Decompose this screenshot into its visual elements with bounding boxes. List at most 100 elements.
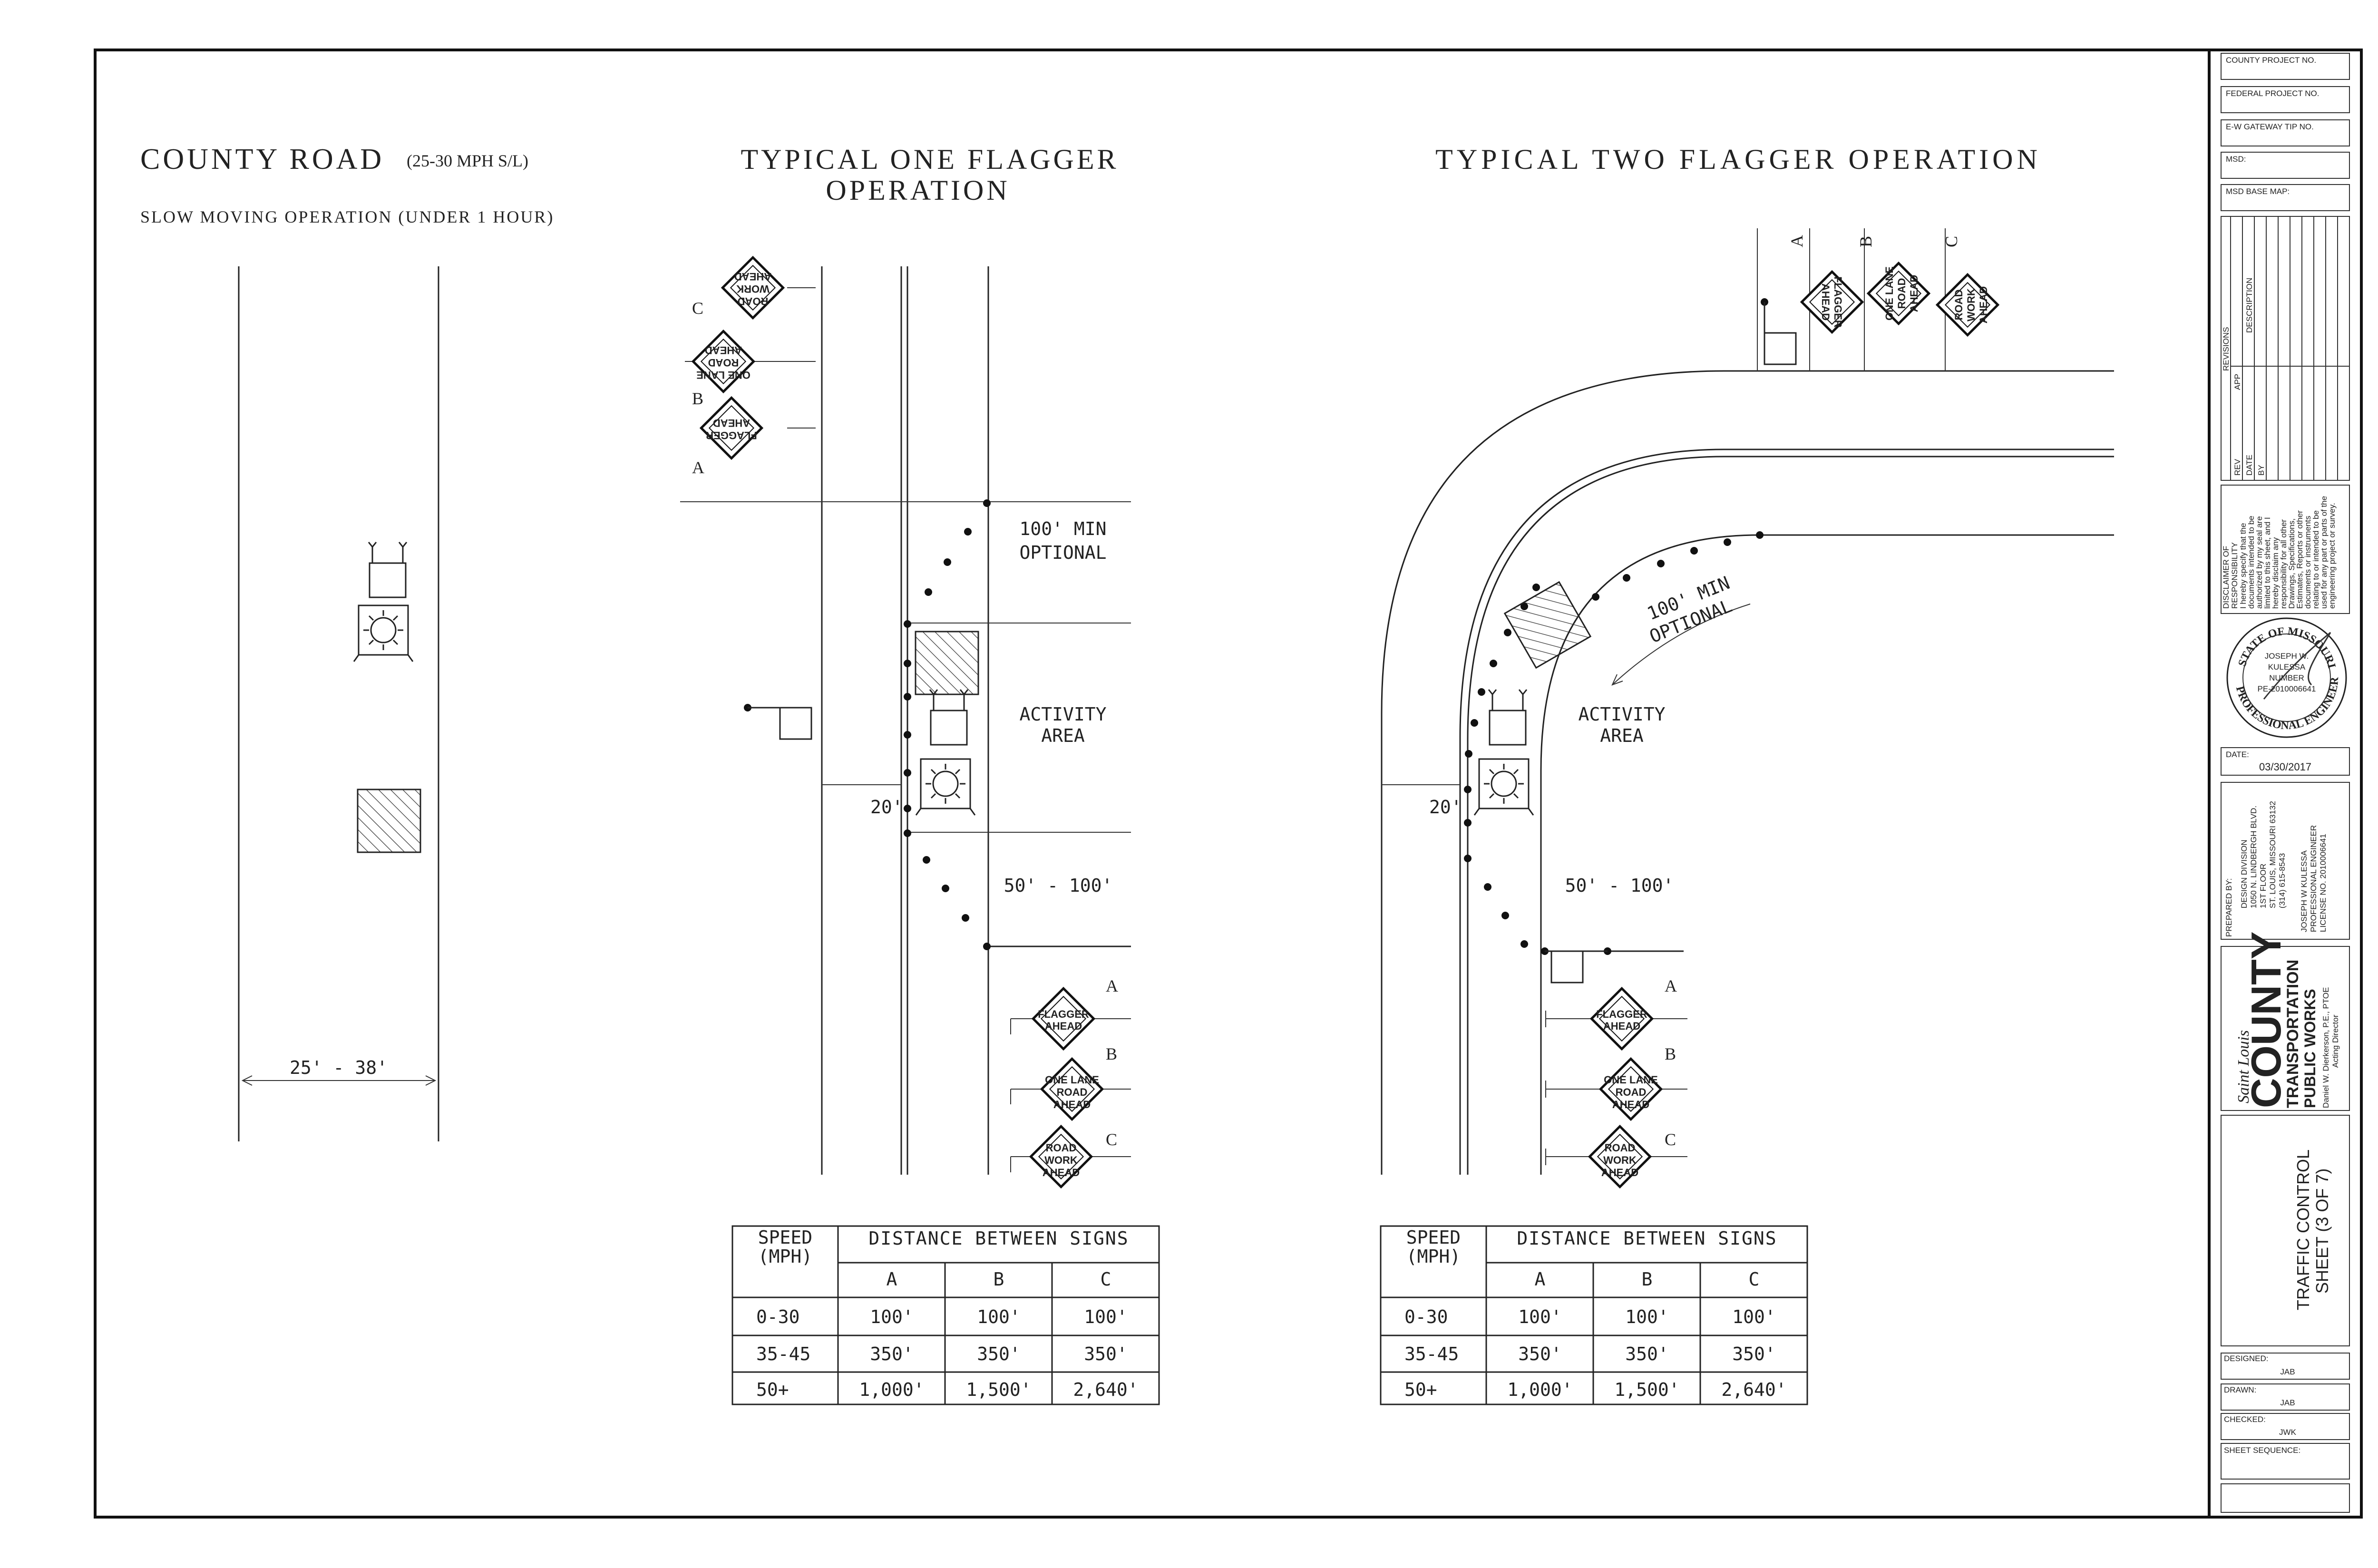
sheet-title-line2: SHEET (3 OF 7) xyxy=(2312,1169,2332,1294)
svg-text:PE-2010006641: PE-2010006641 xyxy=(2258,684,2316,693)
svg-text:APP: APP xyxy=(2233,374,2242,390)
svg-text:TRANSPORTATION: TRANSPORTATION xyxy=(2284,960,2302,1108)
svg-text:Estimates, Reports or other: Estimates, Reports or other xyxy=(2295,510,2304,609)
drawn-value: JAB xyxy=(2280,1398,2295,1407)
svg-text:AHEAD: AHEAD xyxy=(1045,1020,1082,1032)
svg-text:ROAD: ROAD xyxy=(1616,1086,1647,1098)
svg-text:AHEAD: AHEAD xyxy=(713,417,750,429)
one-flagger-sign-a-lower: FLAGGER AHEAD xyxy=(1010,986,1131,1051)
svg-text:1,000': 1,000' xyxy=(1507,1379,1572,1400)
sheet-title-line1: TRAFFIC CONTROL xyxy=(2293,1149,2313,1310)
svg-text:responsibility for all other: responsibility for all other xyxy=(2279,519,2288,609)
two-flagger-sign-a-upper: FLAGGER AHEAD xyxy=(1800,270,1864,334)
disclaimer: DISCLAIMER OF RESPONSIBILITY I hereby sp… xyxy=(2221,485,2350,614)
county-road-panel: COUNTY ROAD (25-30 MPH S/L) SLOW MOVING … xyxy=(140,143,553,1141)
two-flagger-dim-20: 20' xyxy=(1429,797,1462,818)
two-flagger-sign-b-lower: ONE LANE ROAD AHEAD xyxy=(1545,1057,1687,1121)
two-flagger-letter-a-lower: A xyxy=(1665,976,1677,995)
svg-text:100': 100' xyxy=(1732,1306,1776,1327)
svg-text:1,000': 1,000' xyxy=(859,1379,924,1400)
one-flagger-sign-c-lower: ROAD WORK AHEAD xyxy=(1010,1124,1131,1189)
two-flagger-panel: TYPICAL TWO FLAGGER OPERATION A B C FLAG… xyxy=(1380,144,2114,1405)
svg-text:DISTANCE BETWEEN SIGNS: DISTANCE BETWEEN SIGNS xyxy=(868,1228,1129,1249)
svg-text:LICENSE NO. 2010006641: LICENSE NO. 2010006641 xyxy=(2319,834,2328,932)
svg-text:SPEED: SPEED xyxy=(758,1227,812,1248)
svg-text:0-30: 0-30 xyxy=(1404,1306,1448,1327)
one-flagger-letter-b-upper: B xyxy=(692,389,703,408)
msd-label: MSD: xyxy=(2226,155,2246,164)
one-flagger-vehicle xyxy=(915,758,976,816)
svg-text:(MPH): (MPH) xyxy=(1406,1246,1461,1267)
svg-text:35-45: 35-45 xyxy=(1404,1344,1459,1364)
svg-text:Drawings, Specifications,: Drawings, Specifications, xyxy=(2287,518,2296,609)
road-width-dimension: 25' - 38' xyxy=(290,1057,388,1078)
one-flagger-letter-a-upper: A xyxy=(692,458,704,477)
checked-value: JWK xyxy=(2279,1428,2297,1437)
svg-text:AHEAD: AHEAD xyxy=(1601,1167,1638,1178)
flagger-vehicle-symbol xyxy=(353,604,414,662)
one-flagger-letter-c-lower: C xyxy=(1106,1130,1117,1149)
two-flagger-activity-line2: AREA xyxy=(1600,725,1644,746)
svg-text:ONE LANE: ONE LANE xyxy=(1045,1074,1099,1086)
svg-text:PROFESSIONAL ENGINEER: PROFESSIONAL ENGINEER xyxy=(2309,825,2318,932)
svg-text:ONE LANE: ONE LANE xyxy=(696,369,750,381)
designed-value: JAB xyxy=(2280,1367,2295,1376)
two-flagger-title: TYPICAL TWO FLAGGER OPERATION xyxy=(1435,144,2041,175)
truck-symbol xyxy=(368,541,408,598)
two-flagger-distance-table: SPEED (MPH) DISTANCE BETWEEN SIGNS A B C… xyxy=(1380,1225,1808,1405)
two-flagger-dim-50-100: 50' - 100' xyxy=(1565,875,1674,896)
svg-text:FLAGGER: FLAGGER xyxy=(1832,276,1844,328)
svg-text:PUBLIC WORKS: PUBLIC WORKS xyxy=(2301,989,2319,1108)
one-flagger-cones xyxy=(744,499,991,950)
gateway-tip-no-label: E-W GATEWAY TIP NO. xyxy=(2226,122,2314,131)
title-block: COUNTY PROJECT NO. FEDERAL PROJECT NO. E… xyxy=(2208,50,2363,1517)
svg-text:Saint Louis: Saint Louis xyxy=(2235,1030,2252,1103)
two-flagger-letter-a-upper: A xyxy=(1787,235,1806,247)
svg-text:1ST FLOOR: 1ST FLOOR xyxy=(2259,864,2268,908)
one-flagger-work-area xyxy=(915,631,979,695)
two-flagger-flagger-top xyxy=(1761,298,1797,365)
svg-text:hereby disclaim any: hereby disclaim any xyxy=(2271,537,2280,609)
svg-text:C: C xyxy=(1101,1269,1111,1290)
svg-text:1,500': 1,500' xyxy=(966,1379,1031,1400)
svg-text:JOSEPH W.: JOSEPH W. xyxy=(2265,652,2309,661)
date-value: 03/30/2017 xyxy=(2259,761,2311,773)
svg-text:35-45: 35-45 xyxy=(756,1344,810,1364)
one-flagger-sign-c-upper: ROAD WORK AHEAD xyxy=(721,255,816,320)
date-label: DATE: xyxy=(2226,750,2249,759)
svg-text:WORK: WORK xyxy=(1603,1154,1637,1166)
two-flagger-sign-b-upper: ONE LANE ROAD AHEAD xyxy=(1866,261,1931,326)
svg-text:WORK: WORK xyxy=(1044,1154,1078,1166)
svg-text:ROAD: ROAD xyxy=(1046,1142,1077,1154)
one-flagger-activity-line1: ACTIVITY xyxy=(1019,704,1106,725)
two-flagger-sign-c-upper: ROAD WORK AHEAD xyxy=(1935,273,2000,337)
svg-text:350': 350' xyxy=(977,1344,1021,1364)
two-flagger-letter-b-lower: B xyxy=(1665,1044,1676,1063)
drawn-label: DRAWN: xyxy=(2224,1385,2256,1394)
svg-text:ROAD: ROAD xyxy=(708,357,739,369)
svg-text:AHEAD: AHEAD xyxy=(1820,283,1832,321)
svg-text:350': 350' xyxy=(1084,1344,1128,1364)
svg-text:ONE LANE: ONE LANE xyxy=(1604,1074,1658,1086)
svg-text:SPEED: SPEED xyxy=(1406,1227,1461,1248)
svg-text:1,500': 1,500' xyxy=(1614,1379,1679,1400)
one-flagger-sign-b-lower: ONE LANE ROAD AHEAD xyxy=(1010,1057,1131,1121)
svg-text:REV: REV xyxy=(2233,458,2242,476)
one-flagger-sign-a-upper: FLAGGER AHEAD xyxy=(699,396,816,460)
two-flagger-cones xyxy=(1464,531,1764,955)
county-logo: Saint Louis COUNTY TRANSPORTATION PUBLIC… xyxy=(2221,931,2350,1111)
svg-text:RESPONSIBILITY: RESPONSIBILITY xyxy=(2230,542,2239,609)
svg-text:A: A xyxy=(1535,1269,1546,1290)
one-flagger-flagger-symbol xyxy=(748,707,812,740)
svg-text:engineering project or survey.: engineering project or survey. xyxy=(2328,503,2337,609)
svg-text:NUMBER: NUMBER xyxy=(2269,673,2304,682)
revisions-table: REVISIONS REV DATE BY APP DESCRIPTION xyxy=(2221,216,2350,481)
two-flagger-centerline-1 xyxy=(1459,448,2114,1175)
svg-text:WORK: WORK xyxy=(1965,288,1977,321)
federal-project-no-label: FEDERAL PROJECT NO. xyxy=(2226,89,2319,98)
county-project-no-label: COUNTY PROJECT NO. xyxy=(2226,56,2316,65)
svg-text:100': 100' xyxy=(870,1306,914,1327)
svg-text:FLAGGER: FLAGGER xyxy=(1038,1008,1089,1020)
svg-text:ROAD: ROAD xyxy=(1057,1086,1088,1098)
svg-text:DESCRIPTION: DESCRIPTION xyxy=(2245,278,2254,333)
